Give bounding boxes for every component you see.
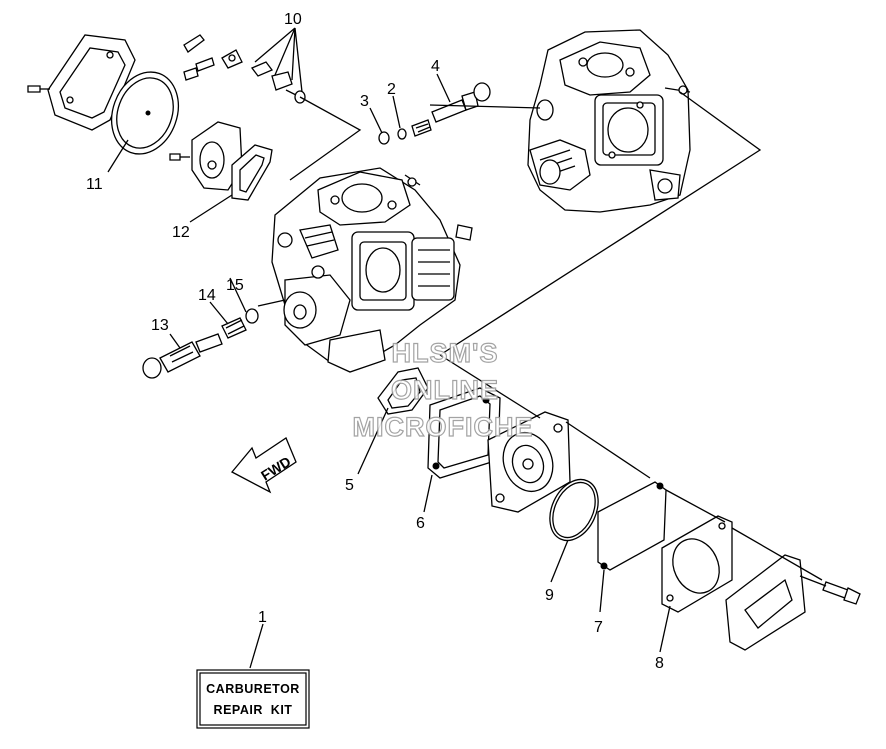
callout-14: 14	[198, 287, 216, 304]
repair-kit-label-box: CARBURETOR REPAIR KIT	[196, 669, 310, 729]
watermark-line2: ONLINE	[391, 375, 499, 405]
callout-4: 4	[431, 58, 440, 75]
alignment-lines	[257, 91, 823, 581]
callout-15: 15	[226, 277, 244, 294]
pilot-screw-group	[142, 308, 259, 379]
callout-9: 9	[545, 587, 554, 604]
intake-stack	[377, 367, 861, 651]
callout-10: 10	[284, 11, 302, 28]
kit-label-line1: CARBURETOR	[206, 682, 300, 696]
callout-12: 12	[172, 224, 190, 241]
callout-8: 8	[655, 655, 664, 672]
callout-leaders	[107, 27, 671, 669]
kit-label-line2: REPAIR KIT	[214, 703, 293, 717]
callout-2: 2	[387, 81, 396, 98]
diaphragm-cover-assembly	[27, 34, 306, 201]
watermark-line3: MICROFICHE	[353, 412, 534, 442]
main-carburetor-body	[271, 167, 473, 373]
fwd-direction-arrow: FWD	[230, 437, 297, 494]
callout-5: 5	[345, 477, 354, 494]
rear-carburetor-body	[527, 29, 691, 213]
watermark-line1: HLSM'S	[392, 338, 499, 368]
callout-11: 11	[86, 176, 103, 193]
callout-numbers: 10 2 3 4 11 12 15 14 13 5 6 9 7 8 1	[86, 11, 664, 672]
callout-7: 7	[594, 619, 603, 636]
watermark: HLSM'S ONLINE MICROFICHE	[352, 337, 534, 442]
callout-13: 13	[151, 317, 169, 334]
callout-3: 3	[360, 93, 369, 110]
callout-1: 1	[258, 609, 267, 626]
callout-6: 6	[416, 515, 425, 532]
